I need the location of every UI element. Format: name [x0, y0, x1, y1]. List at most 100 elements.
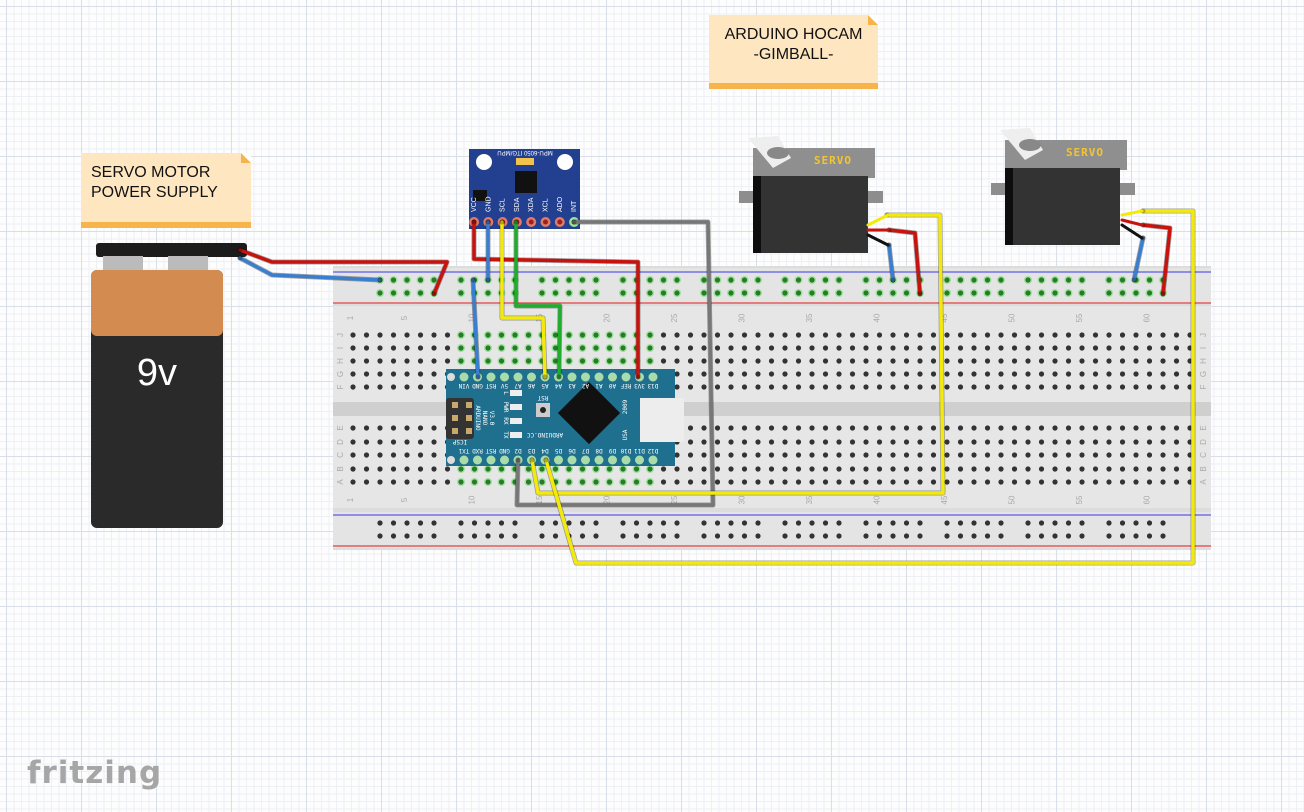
breadboard-hole[interactable] — [1038, 345, 1045, 351]
breadboard-hole[interactable] — [836, 358, 842, 364]
breadboard-hole[interactable] — [768, 452, 775, 458]
breadboard-hole[interactable] — [1052, 425, 1058, 431]
breadboard-hole[interactable] — [998, 425, 1004, 431]
rail-hole[interactable] — [944, 533, 950, 539]
rail-hole[interactable] — [1065, 290, 1072, 296]
breadboard-hole[interactable] — [903, 332, 910, 338]
rail-hole[interactable] — [1038, 290, 1045, 296]
breadboard-hole[interactable] — [674, 371, 680, 377]
rail-hole[interactable] — [1025, 290, 1031, 296]
breadboard-hole[interactable] — [1173, 345, 1180, 351]
breadboard-hole[interactable] — [1173, 452, 1180, 458]
breadboard-hole[interactable] — [350, 439, 356, 445]
breadboard-hole[interactable] — [755, 384, 761, 390]
breadboard-hole[interactable] — [1011, 439, 1018, 445]
breadboard-hole[interactable] — [566, 466, 572, 472]
breadboard-hole[interactable] — [876, 345, 883, 351]
breadboard-hole[interactable] — [984, 345, 991, 351]
breadboard-hole[interactable] — [1133, 384, 1139, 390]
breadboard-hole[interactable] — [701, 371, 707, 377]
breadboard-hole[interactable] — [971, 371, 977, 377]
rail-hole[interactable] — [1146, 520, 1153, 526]
breadboard-hole[interactable] — [984, 384, 991, 390]
rail-hole[interactable] — [620, 277, 626, 283]
breadboard-hole[interactable] — [714, 384, 721, 390]
breadboard-hole[interactable] — [971, 439, 977, 445]
breadboard-hole[interactable] — [930, 425, 937, 431]
breadboard-hole[interactable] — [741, 345, 748, 351]
breadboard-hole[interactable] — [431, 425, 437, 431]
breadboard-hole[interactable] — [1011, 371, 1018, 377]
rail-hole[interactable] — [512, 520, 518, 526]
breadboard-hole[interactable] — [1146, 466, 1153, 472]
nano-pin-rxd[interactable] — [473, 455, 482, 465]
rail-hole[interactable] — [647, 520, 653, 526]
breadboard-hole[interactable] — [1133, 452, 1139, 458]
breadboard-hole[interactable] — [606, 479, 613, 485]
breadboard-hole[interactable] — [431, 371, 437, 377]
breadboard-hole[interactable] — [593, 466, 599, 472]
rail-hole[interactable] — [579, 533, 586, 539]
breadboard-hole[interactable] — [1065, 439, 1072, 445]
rail-hole[interactable] — [660, 277, 667, 283]
nano-pin-d12[interactable] — [648, 455, 658, 465]
breadboard-hole[interactable] — [741, 384, 748, 390]
breadboard-hole[interactable] — [620, 332, 626, 338]
rail-hole[interactable] — [566, 520, 572, 526]
breadboard-hole[interactable] — [1092, 371, 1099, 377]
breadboard-hole[interactable] — [417, 345, 424, 351]
breadboard-hole[interactable] — [822, 332, 829, 338]
breadboard-hole[interactable] — [917, 425, 923, 431]
breadboard-hole[interactable] — [944, 479, 950, 485]
breadboard-hole[interactable] — [957, 358, 964, 364]
breadboard-hole[interactable] — [1146, 358, 1153, 364]
breadboard-hole[interactable] — [1052, 466, 1058, 472]
nano-pin-rst[interactable] — [486, 455, 496, 465]
breadboard-hole[interactable] — [1160, 371, 1166, 377]
breadboard-hole[interactable] — [944, 332, 950, 338]
breadboard-hole[interactable] — [1092, 332, 1099, 338]
breadboard-hole[interactable] — [822, 439, 829, 445]
rail-hole[interactable] — [1079, 290, 1085, 296]
rail-hole[interactable] — [431, 277, 437, 283]
mpu-sda-wire[interactable] — [514, 220, 562, 379]
rail-hole[interactable] — [390, 520, 397, 526]
rail-hole[interactable] — [498, 520, 505, 526]
breadboard-hole[interactable] — [363, 332, 370, 338]
rail-hole[interactable] — [579, 290, 586, 296]
rail-hole[interactable] — [620, 290, 626, 296]
breadboard-hole[interactable] — [525, 479, 532, 485]
rail-hole[interactable] — [998, 277, 1004, 283]
breadboard-hole[interactable] — [431, 479, 437, 485]
breadboard-hole[interactable] — [498, 466, 505, 472]
breadboard-hole[interactable] — [350, 479, 356, 485]
breadboard-hole[interactable] — [579, 345, 586, 351]
breadboard-hole[interactable] — [876, 358, 883, 364]
breadboard-hole[interactable] — [728, 345, 734, 351]
nano-pin-a2[interactable] — [581, 372, 590, 382]
breadboard-hole[interactable] — [863, 425, 869, 431]
rail-hole[interactable] — [795, 533, 802, 539]
breadboard-hole[interactable] — [795, 358, 802, 364]
breadboard-hole[interactable] — [1119, 358, 1126, 364]
breadboard-hole[interactable] — [1038, 466, 1045, 472]
rail-hole[interactable] — [809, 277, 815, 283]
breadboard-hole[interactable] — [1146, 479, 1153, 485]
rail-hole[interactable] — [390, 290, 397, 296]
rail-hole[interactable] — [579, 520, 586, 526]
breadboard-hole[interactable] — [1038, 371, 1045, 377]
rail-hole[interactable] — [971, 290, 977, 296]
breadboard-hole[interactable] — [404, 452, 410, 458]
breadboard-hole[interactable] — [1092, 384, 1099, 390]
breadboard-hole[interactable] — [1173, 439, 1180, 445]
breadboard-hole[interactable] — [1092, 345, 1099, 351]
rail-hole[interactable] — [458, 290, 464, 296]
rail-hole[interactable] — [822, 277, 829, 283]
rail-hole[interactable] — [660, 533, 667, 539]
breadboard-hole[interactable] — [485, 345, 491, 351]
breadboard-hole[interactable] — [930, 466, 937, 472]
breadboard-hole[interactable] — [1160, 384, 1166, 390]
breadboard-hole[interactable] — [998, 384, 1004, 390]
rail-hole[interactable] — [876, 290, 883, 296]
rail-hole[interactable] — [863, 290, 869, 296]
